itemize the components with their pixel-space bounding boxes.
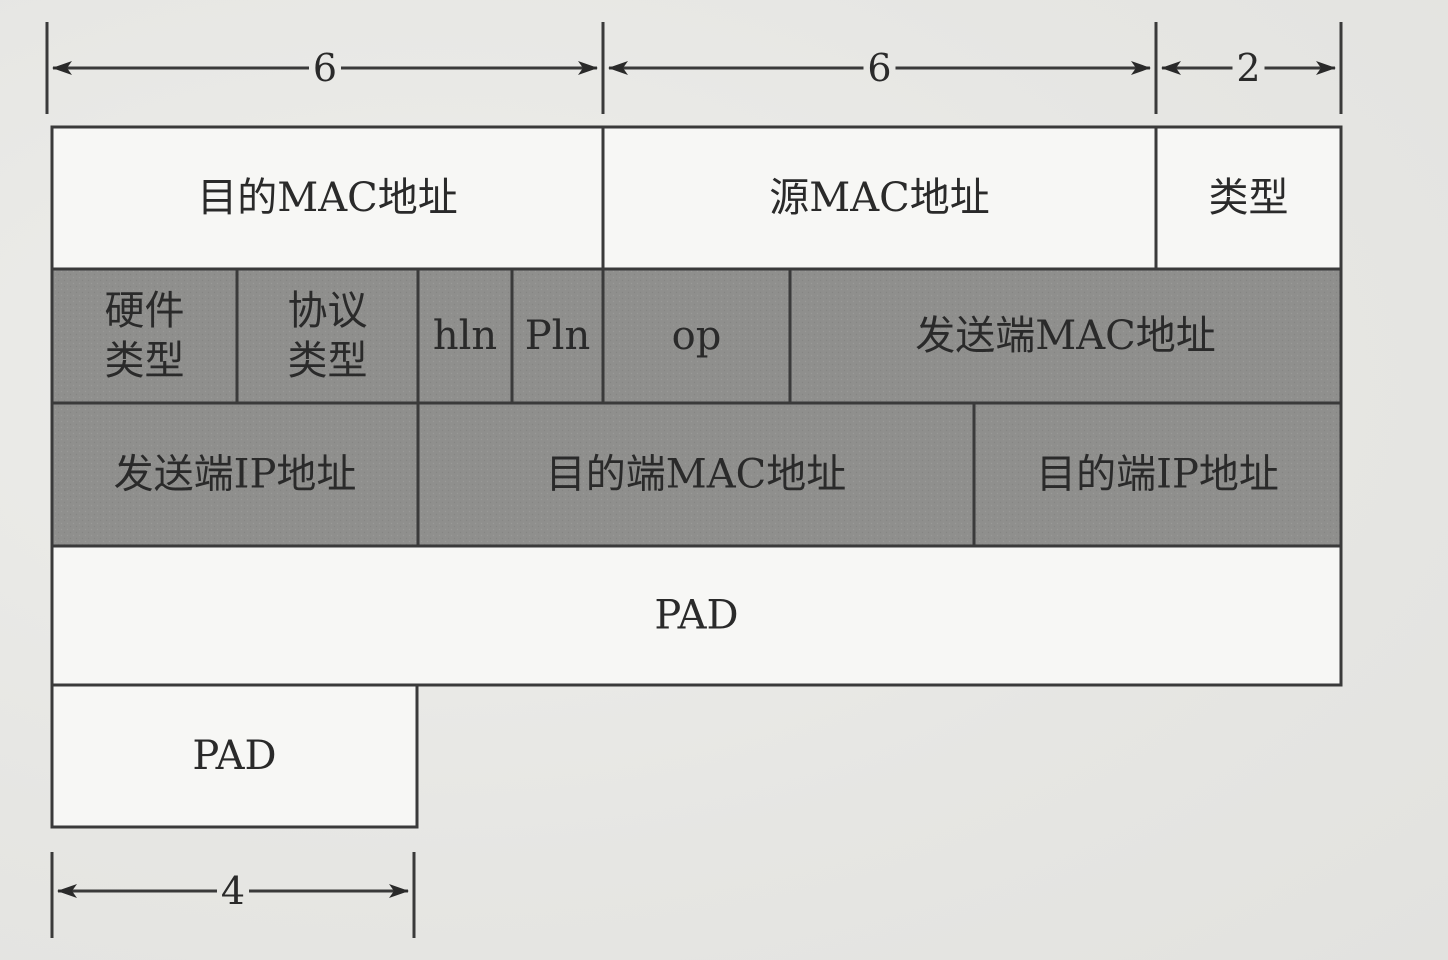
dim-src-mac-label: 6 (867, 46, 891, 90)
protocol-type-label: 协议类型 (288, 288, 368, 384)
target-mac-field: 目的端MAC地址 (416, 401, 976, 548)
hardware-type-field: 硬件类型 (50, 267, 239, 405)
pad-row-2: PAD (50, 683, 419, 829)
op-field: op (601, 267, 792, 405)
dim-pad2-dimension: 4 (50, 852, 416, 938)
target-ip-field: 目的端IP地址 (972, 401, 1343, 548)
frame-type-label: 类型 (1209, 175, 1289, 221)
arp-row-2: 发送端IP地址 目的端MAC地址 目的端IP地址 (50, 401, 1343, 548)
pad-2-field: PAD (50, 683, 419, 829)
sender-mac-label: 发送端MAC地址 (915, 313, 1215, 359)
sender-mac-box (788, 267, 1343, 405)
sender-ip-field: 发送端IP地址 (50, 401, 420, 548)
pad-2-label: PAD (192, 733, 276, 779)
target-ip-label: 目的端IP地址 (1036, 452, 1279, 498)
dest-mac-field: 目的MAC地址 (50, 125, 605, 271)
pad-1-label: PAD (654, 593, 738, 639)
protocol-type-box (235, 267, 420, 405)
pad-1-box (50, 544, 1343, 687)
dim-type-label: 2 (1236, 46, 1260, 90)
src-mac-label: 源MAC地址 (769, 175, 989, 221)
dim-dest-mac-label: 6 (313, 46, 337, 90)
ethernet-header-row: 目的MAC地址 源MAC地址 类型 (50, 125, 1343, 271)
dest-mac-label: 目的MAC地址 (197, 175, 457, 221)
dim-type-dimension: 2 (1154, 22, 1343, 114)
pln-label: Pln (525, 313, 590, 359)
pad-2-box (50, 683, 419, 829)
target-mac-label: 目的端MAC地址 (546, 452, 846, 498)
target-mac-box (416, 401, 976, 548)
op-box (601, 267, 792, 405)
pln-field: Pln (510, 267, 605, 405)
arp-row-1: 硬件类型 协议类型 hln Pln op 发送端MAC地址 (50, 267, 1343, 405)
src-mac-field: 源MAC地址 (601, 125, 1158, 271)
protocol-type-field: 协议类型 (235, 267, 420, 405)
target-ip-box (972, 401, 1343, 548)
pad-1-field: PAD (50, 544, 1343, 687)
sender-ip-box (50, 401, 420, 548)
pad-row-1: PAD (50, 544, 1343, 687)
dim-pad2-label: 4 (221, 869, 245, 913)
hln-field: hln (416, 267, 514, 405)
dim-dest-mac-dimension: 6 (45, 22, 605, 114)
hln-box (416, 267, 514, 405)
sender-ip-label: 发送端IP地址 (114, 452, 357, 498)
frame-type-field: 类型 (1154, 125, 1343, 271)
sender-mac-field: 发送端MAC地址 (788, 267, 1343, 405)
hardware-type-label: 硬件类型 (105, 288, 185, 384)
dim-src-mac-dimension: 6 (601, 22, 1158, 114)
op-label: op (672, 313, 722, 359)
hln-label: hln (433, 313, 497, 359)
